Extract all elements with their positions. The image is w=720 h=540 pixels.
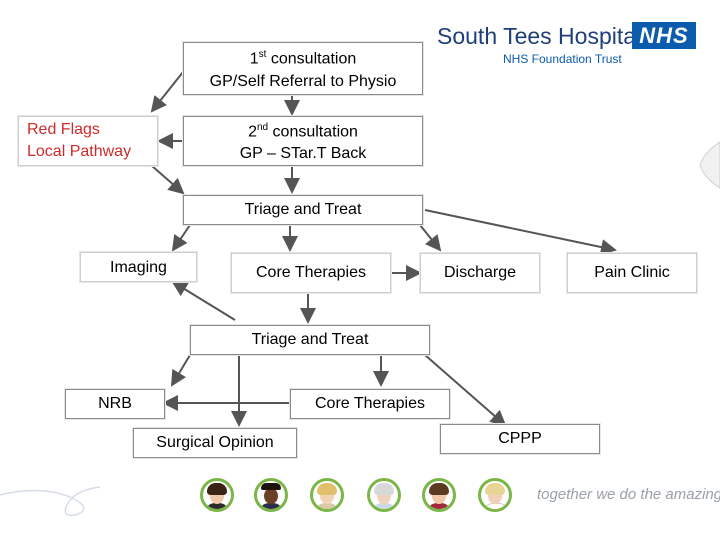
staff-avatar-4 xyxy=(367,478,401,512)
staff-avatar-5 xyxy=(422,478,456,512)
second-consultation-title: 2nd consultation xyxy=(248,121,358,141)
org-name: South Tees Hospitals xyxy=(437,23,653,49)
staff-avatar-1 xyxy=(200,478,234,512)
first-consultation-subtitle: GP/Self Referral to Physio xyxy=(209,72,397,90)
red-flags-box: Red Flags Local Pathway xyxy=(18,116,158,166)
imaging-label: Imaging xyxy=(110,259,167,276)
staff-avatar-3 xyxy=(310,478,344,512)
core-therapies-label-1: Core Therapies xyxy=(256,264,366,281)
second-consultation-box: 2nd consultation GP – STar.T Back xyxy=(183,116,423,166)
cppp-label: CPPP xyxy=(498,430,542,447)
first-consultation-title: 1st consultation xyxy=(249,49,357,68)
nrb-box: NRB xyxy=(65,389,165,419)
arrow-triage2-to-cppp xyxy=(424,354,507,427)
staff-avatar-2 xyxy=(254,478,288,512)
surgical-opinion-label: Surgical Opinion xyxy=(156,434,274,451)
triage-treat-box-2: Triage and Treat xyxy=(190,325,430,355)
footer-tagline: together we do the amazing xyxy=(537,486,720,503)
arrow-triage-to-discharge xyxy=(419,224,442,252)
org-subtitle: NHS Foundation Trust xyxy=(503,52,622,66)
triage-treat-label-2: Triage and Treat xyxy=(251,331,369,348)
core-therapies-box-1: Core Therapies xyxy=(231,253,391,293)
discharge-label: Discharge xyxy=(443,264,517,281)
cppp-box: CPPP xyxy=(440,424,600,454)
surgical-opinion-box: Surgical Opinion xyxy=(133,428,297,458)
discharge-box: Discharge xyxy=(420,253,540,293)
imaging-box: Imaging xyxy=(80,252,197,282)
second-consultation-subtitle: GP – STar.T Back xyxy=(239,145,367,163)
footer-swirl-decoration xyxy=(0,486,101,516)
pain-clinic-label: Pain Clinic xyxy=(594,264,670,281)
nrb-label: NRB xyxy=(98,395,132,412)
arrow-gp-to-redflags xyxy=(150,71,184,113)
red-flags-label: Red Flags xyxy=(27,121,100,138)
page-curl-decoration xyxy=(699,141,720,189)
first-consultation-box: 1st consultation GP/Self Referral to Phy… xyxy=(183,42,423,95)
core-therapies-label-2: Core Therapies xyxy=(315,395,425,412)
triage-treat-box-1: Triage and Treat xyxy=(183,195,423,225)
triage-treat-label-1: Triage and Treat xyxy=(244,201,362,218)
staff-avatar-6 xyxy=(478,478,512,512)
arrow-core-to-imaging xyxy=(171,280,236,321)
pain-clinic-box: Pain Clinic xyxy=(567,253,697,293)
arrow-triage-to-painclinic xyxy=(424,209,617,255)
core-therapies-box-2: Core Therapies xyxy=(290,389,450,419)
arrow-triage-to-imaging xyxy=(171,224,191,252)
arrow-triage2-to-nrb xyxy=(170,354,191,387)
arrow-redflags-to-triage xyxy=(151,165,185,195)
nhs-logo: NHS xyxy=(632,22,696,49)
local-pathway-label: Local Pathway xyxy=(27,143,132,160)
